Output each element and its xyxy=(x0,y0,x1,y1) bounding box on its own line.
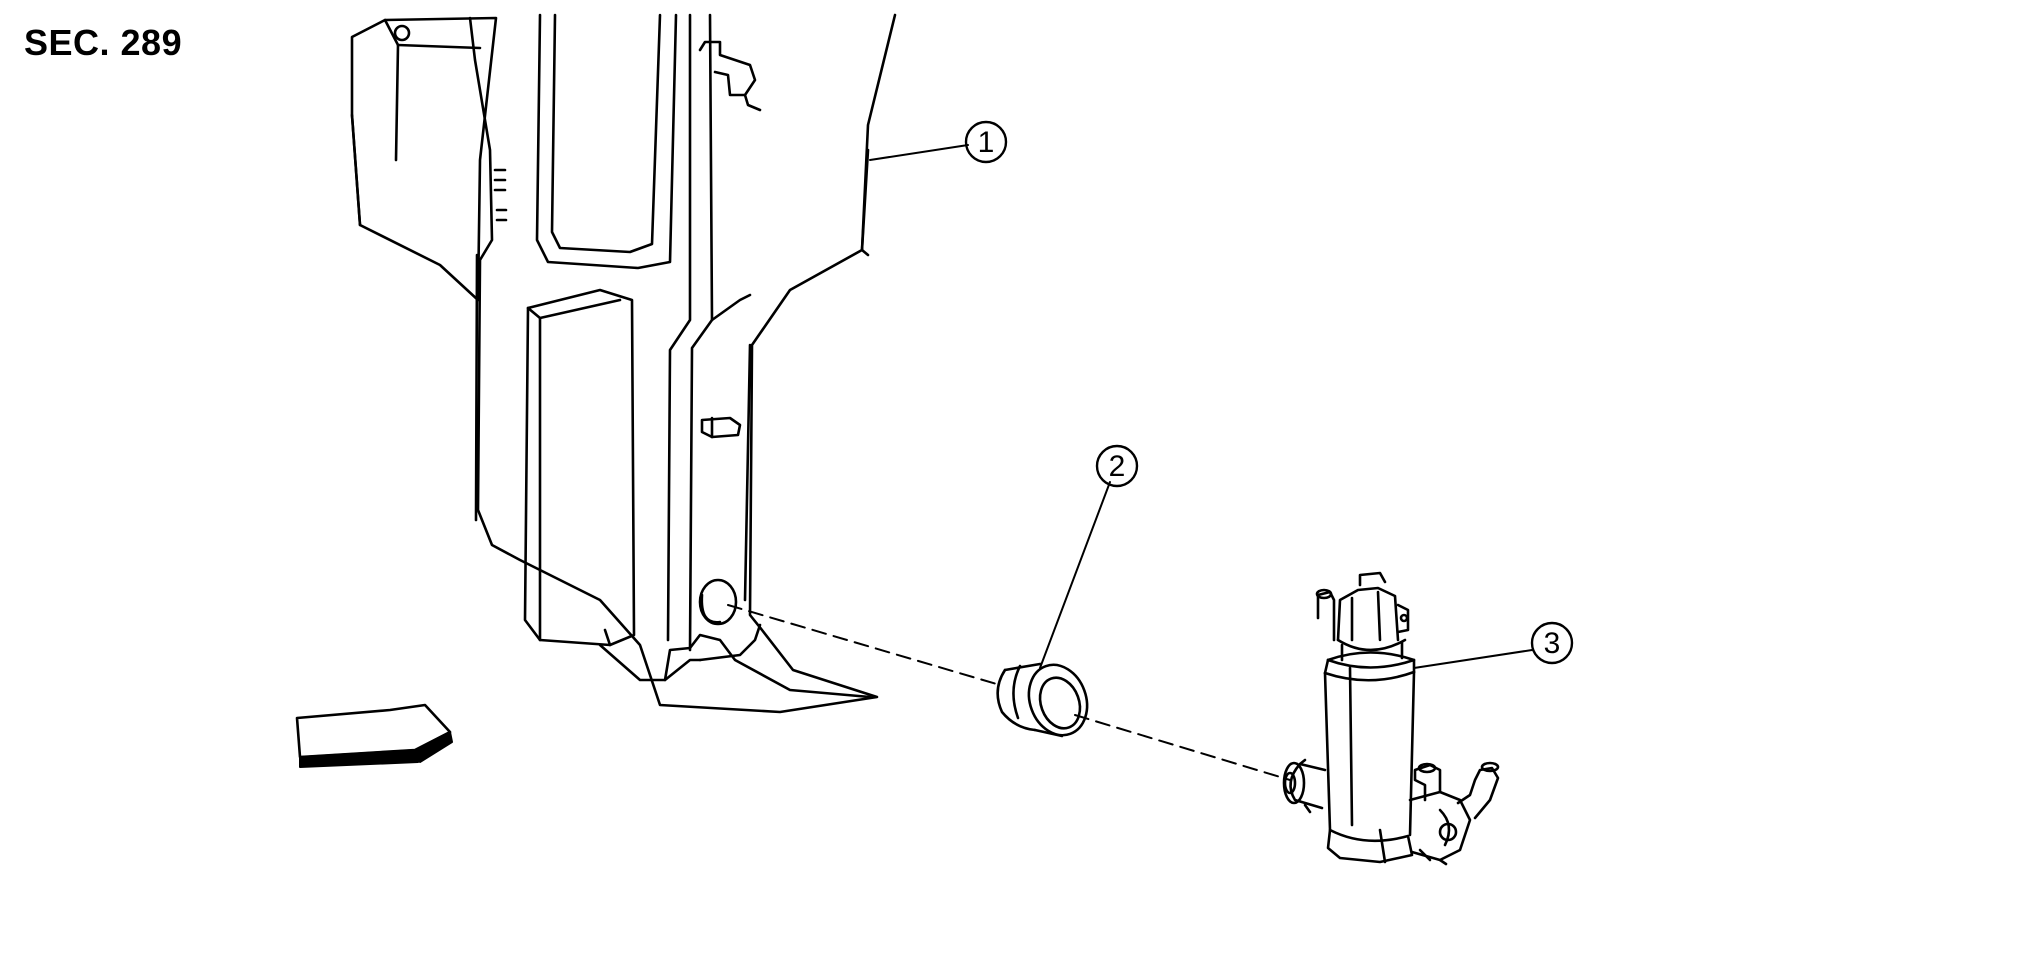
front-direction-arrow-icon xyxy=(295,703,453,768)
callout-leaders xyxy=(869,144,1533,669)
section-label: SEC. 289 xyxy=(24,22,183,63)
washer-pump xyxy=(1282,571,1500,866)
callout-1: 1 xyxy=(964,120,1008,164)
callout-3: 3 xyxy=(1530,621,1574,665)
callout-3-number: 3 xyxy=(1544,627,1561,660)
assembly-axis-line xyxy=(727,604,1291,781)
washer-tank xyxy=(350,13,897,714)
grommet xyxy=(996,662,1089,738)
callout-2: 2 xyxy=(1095,444,1139,488)
callout-2-number: 2 xyxy=(1109,450,1126,483)
callout-1-number: 1 xyxy=(978,126,995,159)
